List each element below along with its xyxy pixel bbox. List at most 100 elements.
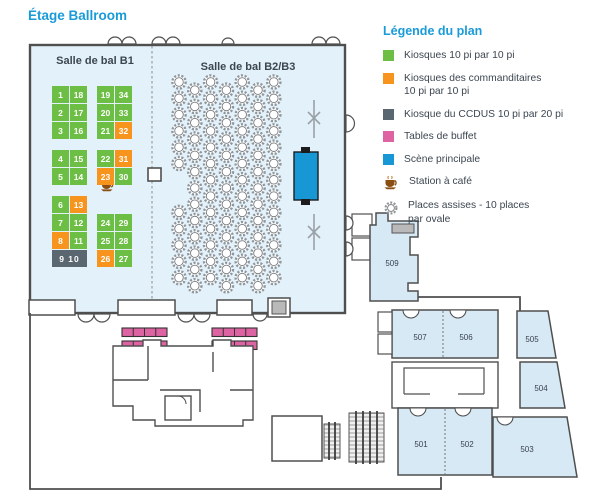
ballroom-b1-title: Salle de bal B1 — [56, 55, 134, 67]
oval-table-top — [190, 101, 200, 112]
oval-table-top — [205, 126, 216, 136]
oval-table-top — [269, 175, 279, 185]
kiosk-33: 33 — [115, 104, 132, 121]
legend-item-label: Kiosques 10 pi par 10 pi — [404, 50, 515, 61]
kiosk-34: 34 — [115, 86, 132, 103]
kiosk-22: 22 — [97, 150, 114, 167]
oval-table-top — [269, 77, 279, 87]
oval-table-top — [221, 183, 232, 193]
escalators — [271, 411, 385, 464]
kiosk-21: 21 — [97, 122, 114, 139]
oval-table-top — [269, 223, 279, 234]
oval-table-top — [174, 126, 184, 136]
oval-table-top — [190, 183, 200, 193]
oval-table-top — [269, 240, 279, 250]
oval-table-top — [190, 248, 200, 258]
kiosk-31: 31 — [115, 150, 132, 167]
oval-table-top — [205, 109, 216, 120]
room-501-502-doors — [409, 407, 472, 417]
kiosk-14: 14 — [70, 168, 87, 185]
room-504 — [519, 361, 566, 409]
room-505 — [516, 310, 557, 359]
outer-boundary — [29, 313, 442, 490]
oval-table-top — [253, 183, 263, 193]
oval-table-top — [237, 158, 247, 169]
legend-item-label: Tables de buffet — [404, 131, 477, 143]
green-square — [383, 50, 395, 61]
oval-table-top — [221, 248, 232, 258]
kiosk-20: 20 — [97, 104, 114, 121]
oval-table-top — [174, 77, 184, 87]
washrooms — [345, 213, 373, 261]
room-label-507: 507 — [413, 333, 427, 342]
oval-table-top — [190, 199, 200, 209]
kiosk-29: 29 — [115, 214, 132, 231]
service-rooms — [377, 311, 393, 355]
oval-tables — [171, 74, 282, 294]
oval-table-top — [253, 150, 263, 161]
oval-table-top — [190, 85, 200, 95]
oval-table-top — [205, 142, 216, 152]
oval-table-top — [253, 215, 263, 226]
kiosk-4: 4 — [52, 150, 69, 167]
oval-table-top — [221, 101, 232, 112]
oval-table-top — [237, 191, 247, 201]
oval-table-top — [205, 77, 216, 87]
oval-table-top — [237, 223, 247, 234]
oval-table-top — [174, 272, 184, 283]
kiosk-6: 6 — [52, 196, 69, 213]
oval-table-top — [269, 109, 279, 120]
legend: Légende du plan Kiosques 10 pi par 10 pi… — [383, 24, 605, 236]
page-title: Étage Ballroom — [28, 8, 128, 23]
legend-item: Places assises - 10 places par ovale — [383, 199, 605, 226]
coffee-icon — [383, 176, 400, 190]
oval-table-top — [205, 240, 216, 250]
legend-title: Légende du plan — [383, 24, 483, 38]
oval-table-top — [221, 150, 232, 161]
room-509-closet — [391, 223, 415, 234]
kiosk-32: 32 — [115, 122, 132, 139]
room-label-505: 505 — [525, 335, 539, 344]
oval-table-top — [269, 158, 279, 169]
oval-table-top — [190, 264, 200, 275]
room-label-506: 506 — [459, 333, 473, 342]
oval-table-top — [190, 215, 200, 226]
oval-table-top — [205, 158, 216, 169]
oval-table-top — [205, 191, 216, 201]
kiosk-17: 17 — [70, 104, 87, 121]
oval-table-top — [253, 248, 263, 258]
oval-table-top — [253, 85, 263, 95]
oval-table-top — [237, 126, 247, 136]
oval-table-top — [253, 101, 263, 112]
room-label-504: 504 — [534, 384, 548, 393]
kiosk-30: 30 — [115, 168, 132, 185]
oval-table-top — [221, 134, 232, 144]
kitchen-area — [112, 339, 254, 427]
kiosk-15: 15 — [70, 150, 87, 167]
oval-table-top — [205, 272, 216, 283]
orange-square — [383, 72, 395, 84]
room-509 — [369, 212, 419, 302]
oval-table-top — [190, 134, 200, 144]
kiosk-16: 16 — [70, 122, 87, 139]
oval-table-top — [221, 166, 232, 177]
oval-table-top — [205, 175, 216, 185]
pink-square — [383, 131, 395, 143]
oval-table-top — [237, 77, 247, 87]
kiosk-23: 23 — [97, 168, 114, 185]
oval-table-top — [237, 109, 247, 120]
oval-table-top — [190, 150, 200, 161]
legend-item-label: Scène principale — [404, 153, 481, 165]
oval-table-top — [221, 117, 232, 128]
oval-table-top — [190, 166, 200, 177]
closet — [271, 300, 287, 315]
kiosk-28: 28 — [115, 232, 132, 249]
room-503 — [492, 416, 578, 478]
kiosk-25: 25 — [97, 232, 114, 249]
oval-table-top — [221, 264, 232, 275]
legend-item: Kiosques 10 pi par 10 pi — [383, 49, 605, 63]
oval-table-top — [174, 256, 184, 267]
oval-table-top — [174, 109, 184, 120]
kiosk-2: 2 — [52, 104, 69, 121]
oval-table-top — [174, 223, 184, 234]
